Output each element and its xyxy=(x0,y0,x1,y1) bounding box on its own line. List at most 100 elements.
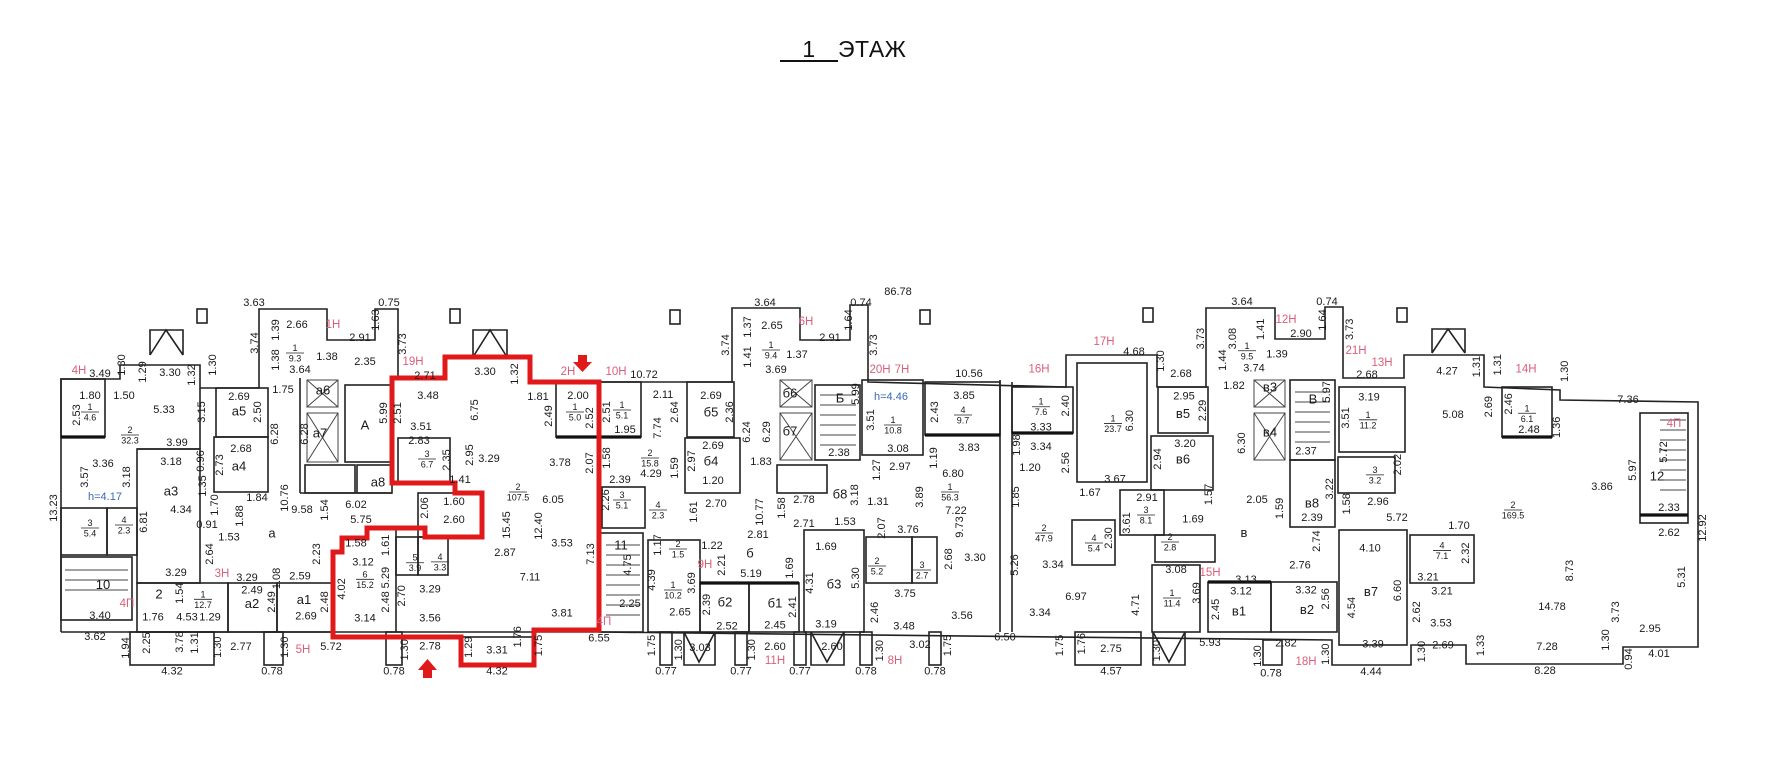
dimension-label: 6.05 xyxy=(542,494,563,506)
room-area-label: 5.4 xyxy=(84,529,97,539)
dimension-label: 5.75 xyxy=(350,514,371,526)
room-number-label: 3 xyxy=(424,449,429,459)
dimension-label: 2.90 xyxy=(1290,328,1311,340)
dimension-label: 2.74 xyxy=(1311,530,1323,551)
room-number-label: 1 xyxy=(1038,397,1043,407)
dimension-label: 3.40 xyxy=(89,610,110,622)
room-label: б8 xyxy=(833,487,848,502)
dimension-label: 0.78 xyxy=(855,666,876,678)
dimension-label: 1.31 xyxy=(189,632,201,653)
room-area-label: 8.1 xyxy=(1140,516,1153,526)
dimension-label: 1.76 xyxy=(512,626,524,647)
room-area-label: 6.1 xyxy=(1521,414,1534,424)
dimension-label: 0.91 xyxy=(196,519,217,531)
dimension-label: 6.50 xyxy=(994,632,1015,644)
room-area-label: 10.8 xyxy=(884,426,902,436)
dimension-label: 2.65 xyxy=(761,320,782,332)
dimension-label: 5.30 xyxy=(850,567,862,588)
room-number-label: 1 xyxy=(1110,414,1115,424)
dimension-label: 15.45 xyxy=(501,511,513,539)
dimension-label: 3.99 xyxy=(166,437,187,449)
dimension-label: 0.74 xyxy=(850,297,871,309)
dimension-label: 1.20 xyxy=(702,475,723,487)
dimension-label: 3.73 xyxy=(1195,328,1207,349)
dimension-label: 1.76 xyxy=(1076,633,1088,654)
room-area-label: 3.3 xyxy=(434,562,447,572)
dimension-label: 2.40 xyxy=(1060,395,1072,416)
dimension-label: 1.29 xyxy=(199,612,220,624)
dimension-label: 2.23 xyxy=(311,543,323,564)
dimension-label: 1.30 xyxy=(1416,641,1428,662)
room-number-label: 1 xyxy=(1244,341,1249,351)
room-area-label: 6.7 xyxy=(421,460,434,470)
dimension-label: 2.50 xyxy=(252,401,264,422)
dimension-label: 1.60 xyxy=(443,496,464,508)
dimension-label: 3.03 xyxy=(689,642,710,654)
dimension-label: 2.65 xyxy=(669,606,690,618)
room-label: а3 xyxy=(164,484,178,499)
dimension-label: 1.98 xyxy=(1011,434,1023,455)
dimension-label: 12.92 xyxy=(1697,514,1709,542)
dimension-label: 2.37 xyxy=(1295,446,1316,458)
dimension-label: 3.12 xyxy=(1230,586,1251,598)
room-number-label: 1 xyxy=(947,482,952,492)
dimension-label: 2.71 xyxy=(414,370,435,382)
dimension-label: 2.69 xyxy=(228,391,249,403)
room-number-label: 2 xyxy=(127,425,132,435)
dimension-label: 2.48 xyxy=(319,591,331,612)
dimension-label: 5.72 xyxy=(320,641,341,653)
unit-number-label: 17Н xyxy=(1093,336,1114,348)
dimension-label: 2.39 xyxy=(701,594,713,615)
dimension-label: 6.28 xyxy=(269,423,281,444)
dimension-label: 0.78 xyxy=(924,666,945,678)
unit-number-label: 20Н xyxy=(869,364,890,376)
room-area-label: 11.4 xyxy=(1164,599,1181,609)
room-area-label: 15.2 xyxy=(356,580,374,590)
dimension-label: 1.31 xyxy=(1492,354,1504,375)
dimension-label: 2.97 xyxy=(889,461,910,473)
dimension-label: 2.26 xyxy=(600,489,612,510)
dimension-label: 3.32 xyxy=(1295,585,1316,597)
dimension-label: 1.30 xyxy=(1151,640,1163,661)
dimension-label: 4.27 xyxy=(1436,365,1457,377)
unit-number-label: 12Н xyxy=(1275,314,1296,326)
dimension-label: 2.70 xyxy=(396,585,408,606)
dimension-label: 3.19 xyxy=(1358,391,1379,403)
room-label: 10 xyxy=(96,577,110,592)
dimension-label: 4.71 xyxy=(1130,594,1142,615)
room-label: б6 xyxy=(783,386,798,401)
dimension-label: 1.35 xyxy=(197,475,209,496)
dimension-label: 4.32 xyxy=(486,666,507,678)
room-number-label: 2 xyxy=(675,539,680,549)
dimension-label: 1.69 xyxy=(1182,514,1203,526)
dimension-label: 1.39 xyxy=(270,319,282,340)
highlighted-premises-outline xyxy=(330,354,602,668)
dimension-label: 2.02 xyxy=(1392,454,1404,475)
dimension-label: 1.31 xyxy=(867,496,888,508)
dimension-label: 2.81 xyxy=(747,529,768,541)
dimension-label: 3.78 xyxy=(549,457,570,469)
dimension-label: 3.89 xyxy=(914,486,926,507)
dimension-label: 1.58 xyxy=(1341,493,1353,514)
dimension-label: 4.34 xyxy=(170,504,191,516)
room-number-label: 4 xyxy=(1091,533,1096,543)
dimension-label: 3.12 xyxy=(352,557,373,569)
floor-word: ЭТАЖ xyxy=(838,36,907,62)
dimension-label: 4.10 xyxy=(1359,543,1380,555)
dimension-label: 6.30 xyxy=(1124,410,1136,431)
room-label: в4 xyxy=(1263,424,1277,439)
dimension-label: 4.02 xyxy=(336,578,348,599)
room-number-label: 2 xyxy=(515,482,520,492)
dimension-label: 2.95 xyxy=(1639,623,1660,635)
dimension-label: 1.83 xyxy=(750,456,771,468)
dimension-label: 2.76 xyxy=(1289,559,1310,571)
dimension-label: 3.33 xyxy=(1030,421,1051,433)
dimension-label: 1.32 xyxy=(509,363,521,384)
dimension-label: 3.34 xyxy=(1029,607,1050,619)
dimension-label: 5.72 xyxy=(1658,441,1670,462)
dimension-label: 0.94 xyxy=(1623,648,1635,669)
dimension-label: 2.51 xyxy=(392,402,404,423)
dimension-label: 5.72 xyxy=(1386,512,1407,524)
dimension-label: 2.25 xyxy=(619,598,640,610)
ceiling-height-label: h=4.17 xyxy=(88,491,122,503)
